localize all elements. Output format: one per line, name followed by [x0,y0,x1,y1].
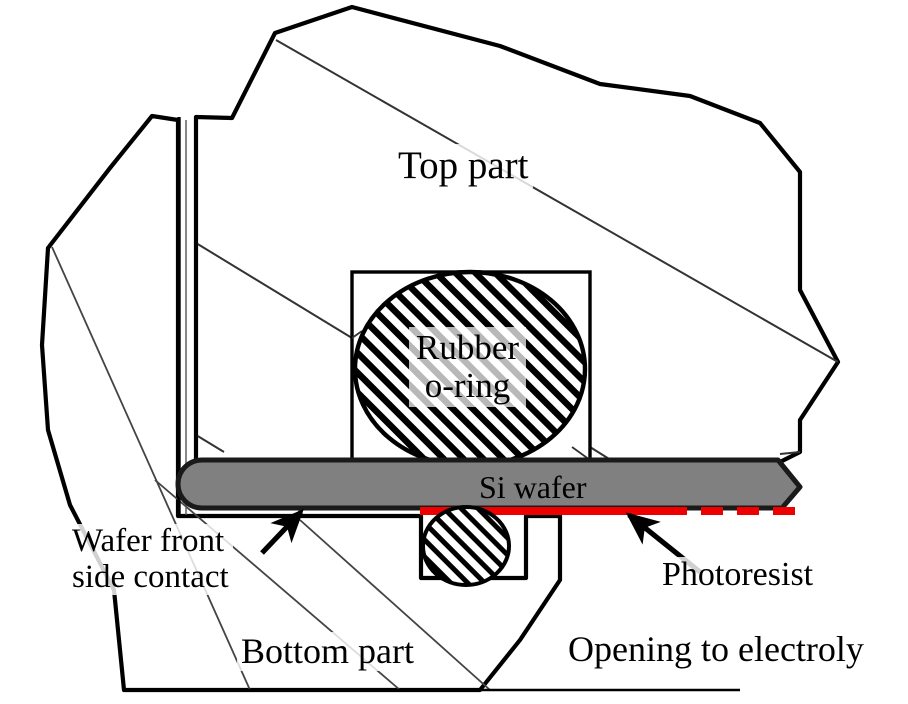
label-rubber-oring-line1: Rubber [416,328,520,367]
label-wafer-front-line2: side contact [72,558,229,595]
si-wafer-bar [175,457,803,511]
wafer-front-side-contact-arrow [260,508,304,555]
side-slot [177,117,198,516]
label-top-part: Top part [393,144,534,189]
si-wafer [175,457,803,511]
top-part-inner-edge [275,39,839,363]
label-rubber-oring: Rubber o-ring [409,327,527,407]
lower-oring-shape [421,505,511,587]
label-si-wafer: Si wafer [479,469,587,505]
groove-chamfer-left [351,330,363,339]
label-photoresist: Photoresist [658,556,818,594]
label-wafer-front-side-contact: Wafer front side contact [68,523,233,596]
label-wafer-front-line1: Wafer front [72,523,225,559]
bottom-part-inner-edge-3 [299,519,491,691]
bottom-part-inner-edge-1 [51,246,251,691]
top-part-bottom-face [779,451,801,455]
lower-rubber-oring [421,505,511,587]
top-part-inner-edge-left-lower [195,434,225,453]
label-rubber-oring-line2: o-ring [424,365,511,405]
label-bottom-part: Bottom part [237,632,418,671]
top-part-inner-edge-left [195,242,353,339]
label-opening-to-electrolyte: Opening to electroly [565,630,867,669]
